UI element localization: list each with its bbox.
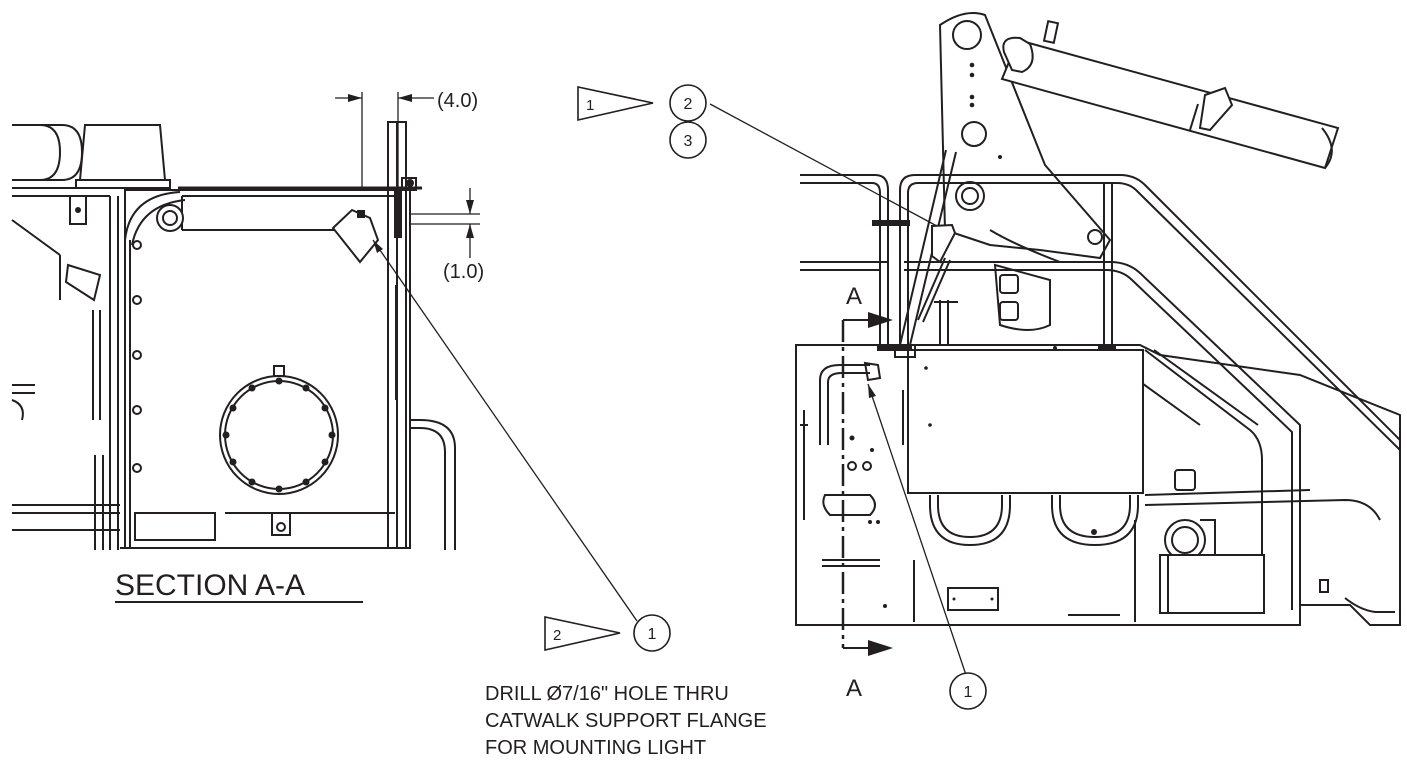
item-balloon-1-right: 1: [949, 672, 987, 710]
drill-note: DRILL Ø7/16" HOLE THRU CATWALK SUPPORT F…: [485, 683, 767, 759]
item-balloon-1-left-number: 1: [648, 626, 657, 643]
dimension-vertical: [410, 188, 480, 258]
flag-note-1-number: 1: [586, 97, 594, 114]
item-balloon-3-number: 3: [684, 133, 693, 150]
cover-bolts: [222, 377, 336, 493]
section-title: SECTION A-A: [115, 569, 305, 602]
item-balloon-2: 2: [669, 84, 707, 122]
section-marker-bottom: A: [846, 675, 862, 702]
flag-note-1: 1: [577, 86, 654, 122]
drill-note-line-2: CATWALK SUPPORT FLANGE: [485, 710, 767, 732]
flag-note-2: 2: [544, 616, 621, 652]
dimension-horizontal-label: (4.0): [437, 90, 478, 112]
section-marker-top: A: [846, 283, 862, 310]
section-view: [11, 121, 456, 550]
item-balloon-1-left: 1: [633, 614, 671, 652]
section-cut-line: [841, 312, 893, 656]
item-balloon-2-number: 2: [684, 96, 693, 113]
item-balloon-3: 3: [669, 121, 707, 159]
machine-view: [795, 12, 1401, 626]
drill-note-line-3: FOR MOUNTING LIGHT: [485, 737, 706, 759]
item-balloon-1-right-number: 1: [964, 684, 973, 701]
dimension-vertical-label: (1.0): [443, 261, 484, 283]
dimension-horizontal: [335, 92, 434, 188]
drill-note-line-1: DRILL Ø7/16" HOLE THRU: [485, 683, 729, 705]
flag-note-2-number: 2: [553, 627, 561, 644]
